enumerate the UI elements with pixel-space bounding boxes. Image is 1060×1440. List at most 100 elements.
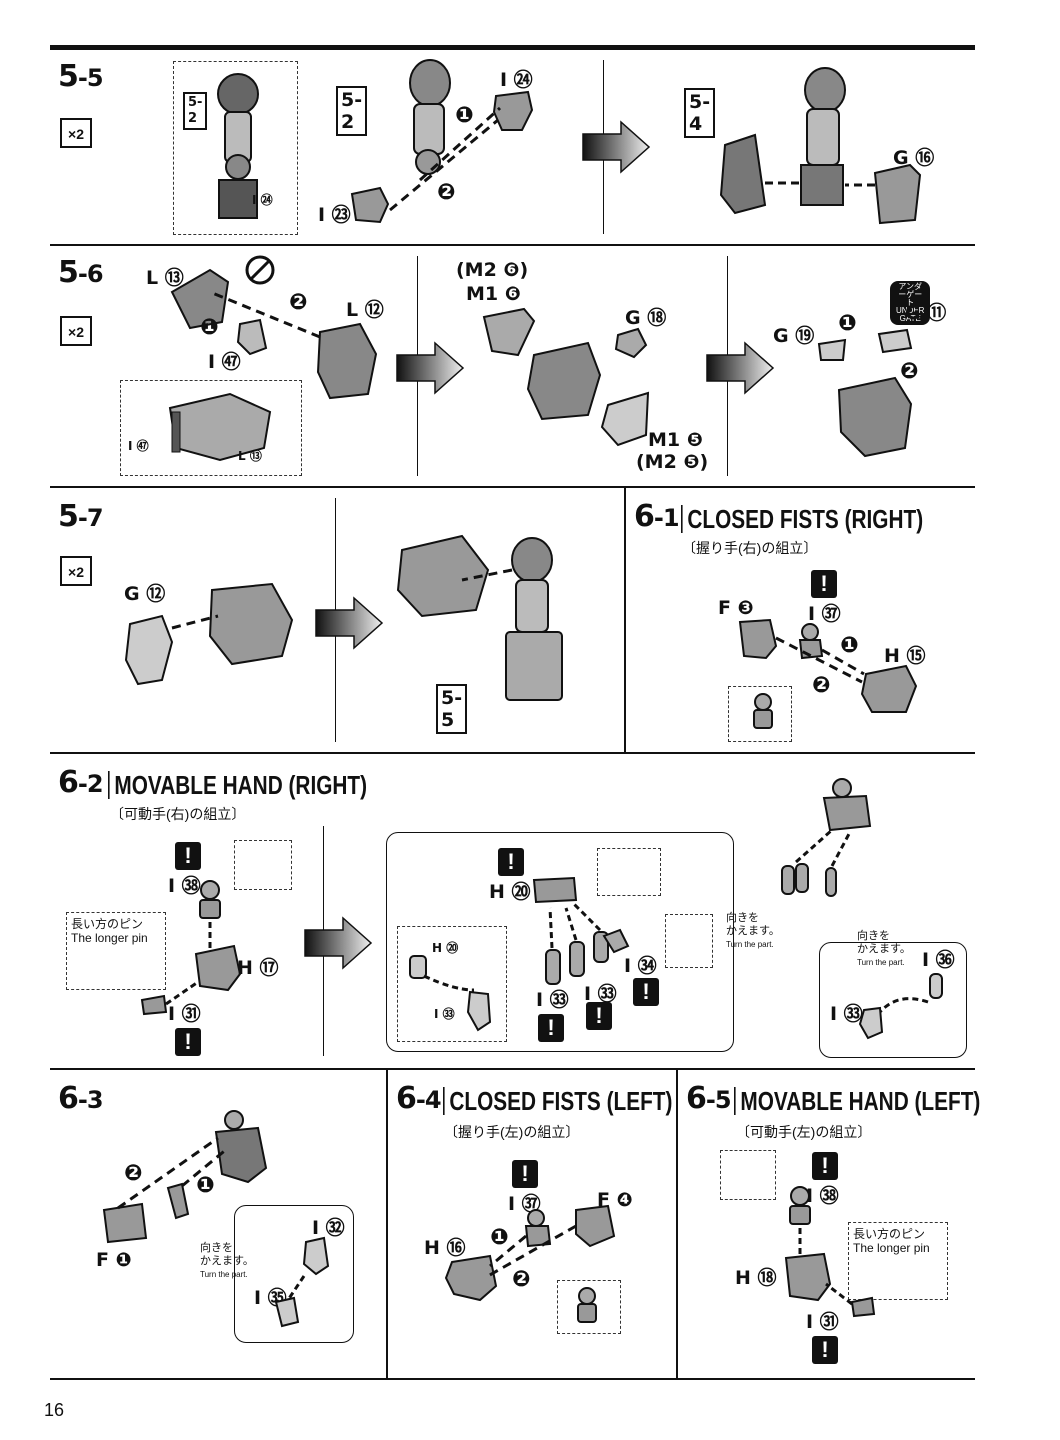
part-label: L ⑬ (238, 449, 262, 463)
order-marker: ❶ (490, 1225, 509, 1250)
longer-pin-note: 長い方のピン The longer pin (848, 1222, 948, 1300)
part-label: H ⑳ (489, 881, 531, 903)
step-major: 6 (396, 1081, 417, 1116)
order-marker: ❷ (900, 359, 919, 384)
part-illustration (444, 1204, 616, 1302)
multiplier-label: ×2 (68, 126, 84, 142)
exclamation-icon: ! (175, 1028, 201, 1056)
step-number: 6-2 (58, 765, 104, 800)
part-label: F ❸ (718, 597, 754, 619)
step-major: 5 (58, 255, 79, 290)
part-label: I ㉝ (584, 983, 617, 1005)
step-number: 6-3 (58, 1084, 104, 1115)
part-label: I ㉛ (806, 1311, 839, 1333)
part-illustration (140, 880, 242, 1016)
part-label: F ❹ (597, 1189, 633, 1211)
part-label: I ㊲ (508, 1193, 541, 1215)
part-label: I ㉝ (434, 1007, 455, 1021)
step-major: 6 (686, 1081, 707, 1116)
turn-detail-panel (819, 942, 967, 1058)
part-label: G ⑯ (893, 147, 935, 169)
part-illustration (409, 955, 492, 1032)
step-minor: -5 (77, 64, 104, 92)
multiplier-label: ×2 (68, 324, 84, 340)
column-divider (624, 488, 626, 752)
part-label: I ㉓ (318, 204, 351, 226)
pin-note-jp: 長い方のピン (853, 1227, 926, 1241)
part-illustration (482, 307, 650, 447)
multiplier-badge: ×2 (60, 316, 92, 346)
part-label: I ㊼ (128, 439, 149, 453)
exclamation-icon: ! (811, 570, 837, 598)
ref-label: 5-4 (684, 88, 716, 138)
multiplier-badge: ×2 (60, 556, 92, 586)
row-rule (50, 1068, 975, 1070)
step-minor: -2 (77, 770, 104, 798)
step-title: MOVABLE HAND (LEFT) (734, 1087, 980, 1115)
step-major: 6 (58, 765, 79, 800)
detail-callout (665, 914, 713, 968)
part-label: G ⑫ (124, 583, 166, 605)
turn-part-note: 向きを かえます。 Turn the part. (200, 1242, 254, 1281)
big-right-arrow-icon (396, 341, 465, 395)
step-subtitle: 〔可動手(左)の組立〕 (736, 1124, 872, 1140)
column-divider (386, 1070, 388, 1378)
exclamation-icon: ! (512, 1160, 538, 1188)
step-minor: -4 (415, 1086, 442, 1114)
part-label: I ㉝ (536, 989, 569, 1011)
part-illustration (738, 618, 918, 713)
hand-assembly-illustration (781, 778, 872, 897)
exclamation-icon: ! (538, 1014, 564, 1042)
part-label: H ⑳ (432, 941, 459, 955)
ref-label: 5-2 (336, 86, 368, 136)
ref-label: 5-2 (183, 92, 208, 130)
part-illustration (858, 973, 943, 1040)
step-number: 5-6 (58, 255, 104, 290)
step-title: CLOSED FISTS (LEFT) (443, 1087, 672, 1115)
step-minor: -7 (77, 504, 104, 532)
part-label: M1 ❺ (648, 429, 703, 451)
no-cut-icon (245, 255, 275, 285)
part-label: I ㊳ (806, 1185, 839, 1207)
part-label: I ㊳ (168, 875, 201, 897)
arm-part-illustration (217, 73, 259, 219)
finger-parts-illustration (532, 876, 630, 985)
turn-detail-panel (234, 1205, 354, 1343)
part-label: I ㉔ (252, 193, 273, 207)
part-label: (M2 ❺) (636, 451, 709, 473)
step-major: 5 (58, 499, 79, 534)
part-label: F ❶ (96, 1249, 132, 1271)
step-subtitle: 〔握り手(左)の組立〕 (444, 1124, 580, 1140)
part-illustration (350, 186, 390, 224)
step-number: 6-5 (686, 1081, 732, 1116)
big-right-arrow-icon (315, 596, 384, 650)
order-marker: ❶ (455, 103, 474, 128)
part-label: (M2 ❻) (456, 259, 529, 281)
detail-callout (728, 686, 792, 742)
part-label: I ㉛ (168, 1003, 201, 1025)
turn-note-jp: 向きを かえます。 (857, 930, 911, 955)
part-illustration (168, 392, 272, 462)
turn-part-note: 向きを かえます。 Turn the part. (857, 930, 911, 969)
order-marker: ❷ (512, 1267, 531, 1292)
big-right-arrow-icon (304, 916, 373, 970)
step-number: 5-5 (58, 62, 104, 93)
bottom-rule (50, 1378, 975, 1380)
part-illustration (753, 693, 773, 729)
pin-note-en: The longer pin (853, 1241, 930, 1255)
gate-label-en: UNDER GATE (896, 306, 925, 323)
turn-note-en: Turn the part. (200, 1270, 248, 1279)
order-marker: ❷ (437, 180, 456, 205)
step-title: MOVABLE HAND (RIGHT) (108, 771, 367, 799)
part-label: G ⑲ (773, 325, 815, 347)
order-marker: ❶ (840, 633, 859, 658)
order-marker: ❶ (200, 315, 219, 340)
part-illustration (274, 1236, 330, 1328)
order-marker: ❶ (838, 311, 857, 336)
step-minor: -3 (77, 1086, 104, 1114)
big-right-arrow-icon (706, 341, 775, 395)
detail-callout (120, 380, 302, 476)
row-rule (50, 244, 975, 246)
order-marker: ❷ (289, 290, 308, 315)
multiplier-badge: ×2 (60, 118, 92, 148)
